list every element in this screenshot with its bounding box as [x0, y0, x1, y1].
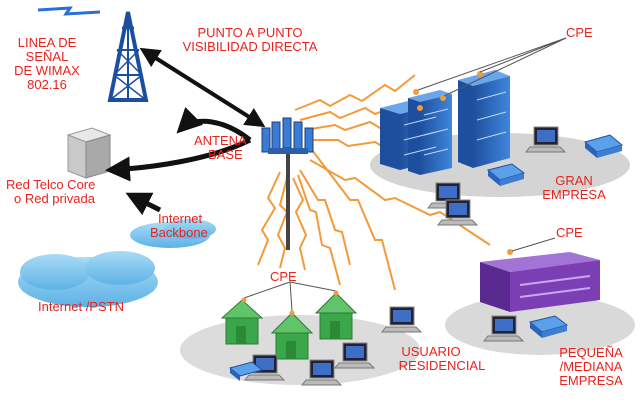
base-antenna-icon: [261, 117, 314, 250]
cpe-label-pyme: CPE: [556, 225, 583, 240]
label-line: BASE: [208, 147, 243, 162]
laptop-icon: [380, 306, 423, 333]
label-line: DE WIMAX: [14, 63, 80, 78]
label-line: SEÑAL: [25, 49, 69, 64]
pyme-label: PEQUEÑA /MEDIANA EMPRESA: [546, 346, 636, 388]
telephone-icon: [228, 361, 264, 381]
pyme-building: [480, 252, 600, 312]
label-line: Red Telco Core: [6, 177, 96, 192]
gran-empresa-label: GRAN EMPRESA: [538, 174, 610, 202]
antenna-label: ANTENA BASE: [194, 134, 247, 162]
wimax-label: LINEA DE SEÑAL DE WIMAX 802.16: [4, 36, 90, 92]
label-line: USUARIO: [401, 344, 461, 359]
label-line: /MEDIANA: [559, 359, 623, 374]
label-line: ANTENA: [194, 133, 247, 148]
ptp-link-arrow: [139, 47, 266, 128]
backbone-link-arrow: [125, 192, 162, 216]
label-line: Internet: [158, 211, 203, 226]
cpe-node: [507, 249, 513, 255]
label-line: GRAN: [555, 173, 593, 188]
cloud-icon: [130, 219, 216, 248]
label-line: RESIDENCIAL: [398, 358, 486, 373]
cloud-icon: [18, 251, 158, 307]
laptop-icon: [300, 359, 343, 386]
label-line: Backbone: [150, 225, 208, 240]
cpe-nodes: [413, 71, 483, 111]
backbone-label: Internet Backbone: [150, 212, 208, 240]
house-icon: [270, 312, 314, 360]
label-line: EMPRESA: [559, 373, 623, 388]
laptop-icon: [333, 342, 376, 369]
house-icon: [314, 292, 358, 340]
signal-icon: [37, 6, 101, 16]
label-line: EMPRESA: [542, 187, 606, 202]
telephone-icon: [528, 315, 569, 338]
label-line: PUNTO A PUNTO: [197, 25, 303, 40]
telephone-icon: [486, 163, 526, 186]
cpe-label-residential: CPE: [270, 269, 297, 284]
core-link-arrow: [176, 107, 252, 142]
telephone-icon: [583, 134, 624, 158]
cpe-label-gran: CPE: [566, 25, 593, 40]
telco-link-arrow: [105, 137, 252, 182]
label-line: PEQUEÑA: [559, 345, 623, 360]
telco-label: Red Telco Core o Red privada: [6, 178, 95, 206]
laptop-icon: [436, 199, 479, 226]
residential-label: USUARIO RESIDENCIAL: [372, 345, 512, 373]
label-line: o Red privada: [14, 191, 95, 206]
cpe-nodes: [241, 290, 339, 316]
label-line: LINEA DE: [17, 35, 77, 50]
label-line: VISIBILIDAD DIRECTA: [182, 39, 318, 54]
cpe-callout: [417, 37, 567, 97]
radio-tower-icon: [107, 11, 149, 102]
cpe-callout: [511, 237, 556, 252]
ptp-label: PUNTO A PUNTO VISIBILIDAD DIRECTA: [162, 26, 338, 54]
server-icon: [66, 127, 112, 179]
gran-empresa-buildings: [380, 70, 510, 175]
house-icon: [220, 299, 264, 345]
laptop-icon: [482, 315, 525, 342]
laptop-icon: [524, 126, 567, 153]
label-line: 802.16: [27, 77, 67, 92]
internet-label: Internet /PSTN: [38, 299, 124, 314]
